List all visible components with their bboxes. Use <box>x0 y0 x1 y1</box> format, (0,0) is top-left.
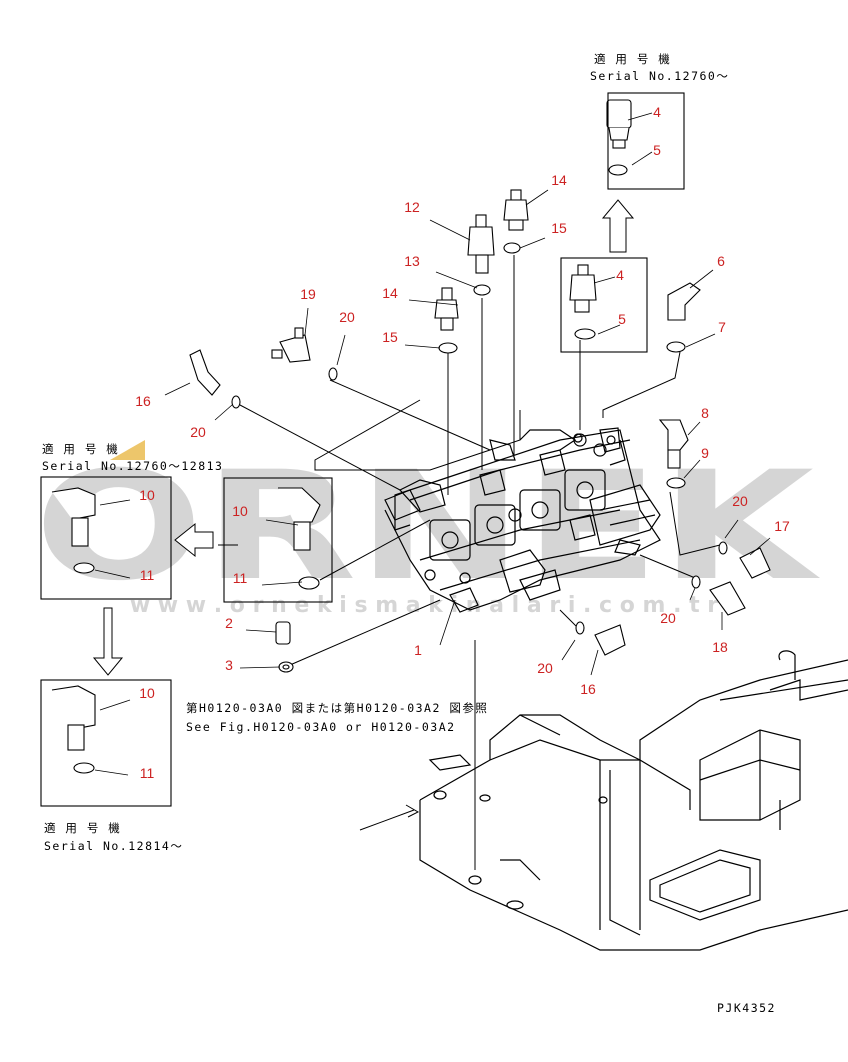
callout-number: 20 <box>190 424 206 440</box>
left-upper-applicability-title: 適 用 号 機 <box>42 442 119 456</box>
callout-number: 15 <box>382 329 398 345</box>
callout-number: 4 <box>653 104 661 120</box>
watermark-url: w w w . o r n e k i s m a k i n a l a r … <box>130 593 718 618</box>
callout-number: 7 <box>718 319 726 335</box>
callout-number: 19 <box>300 286 316 302</box>
figure-reference-japanese: 第H0120-03A0 図または第H0120-03A2 図参照 <box>186 701 488 715</box>
callout-number: 9 <box>701 445 709 461</box>
callout-number: 20 <box>537 660 553 676</box>
callout-number: 16 <box>580 681 596 697</box>
callout-number: 11 <box>233 570 248 586</box>
left-upper-serial-range: Serial No.12760～12813 <box>42 459 223 473</box>
drawing-code: PJK4352 <box>717 1001 776 1015</box>
machine-frame <box>419 650 848 951</box>
control-valve-assembly <box>384 427 661 613</box>
callout-number: 4 <box>616 267 624 283</box>
callout-number: 3 <box>225 657 233 673</box>
callout-number: 14 <box>551 172 567 188</box>
top-right-applicability-title: 適 用 号 機 <box>594 52 671 66</box>
callout-number: 2 <box>225 615 233 631</box>
exploded-parts <box>40 92 771 807</box>
callout-number: 20 <box>732 493 748 509</box>
callout-number: 10 <box>139 487 155 503</box>
callout-number: 10 <box>139 685 155 701</box>
callout-number: 18 <box>712 639 728 655</box>
callout-number: 8 <box>701 405 709 421</box>
callout-number: 20 <box>339 309 355 325</box>
callout-number: 17 <box>774 518 790 534</box>
watermark-logo-mark <box>110 440 145 460</box>
callout-number: 5 <box>653 142 661 158</box>
callout-number: 13 <box>404 253 420 269</box>
callout-number: 10 <box>232 503 248 519</box>
callout-number: 5 <box>618 311 626 327</box>
callout-leader-lines <box>94 112 771 776</box>
callout-number: 1 <box>414 642 422 658</box>
notes: 適 用 号 機 Serial No.12760～ 適 用 号 機 Serial … <box>42 52 776 1015</box>
left-lower-applicability-title: 適 用 号 機 <box>44 821 121 835</box>
callout-number: 14 <box>382 285 398 301</box>
leader-lines <box>92 199 721 870</box>
left-lower-serial-range: Serial No.12814～ <box>44 839 183 853</box>
callout-number: 12 <box>404 199 420 215</box>
callout-number: 11 <box>140 765 155 781</box>
callout-number: 16 <box>135 393 151 409</box>
figure-reference-english: See Fig.H0120-03A0 or H0120-03A2 <box>186 720 456 734</box>
callout-number: 20 <box>660 610 676 626</box>
callout-number: 15 <box>551 220 567 236</box>
top-right-serial-range: Serial No.12760～ <box>590 69 729 83</box>
callout-number: 11 <box>140 567 155 583</box>
callout-number: 6 <box>717 253 725 269</box>
